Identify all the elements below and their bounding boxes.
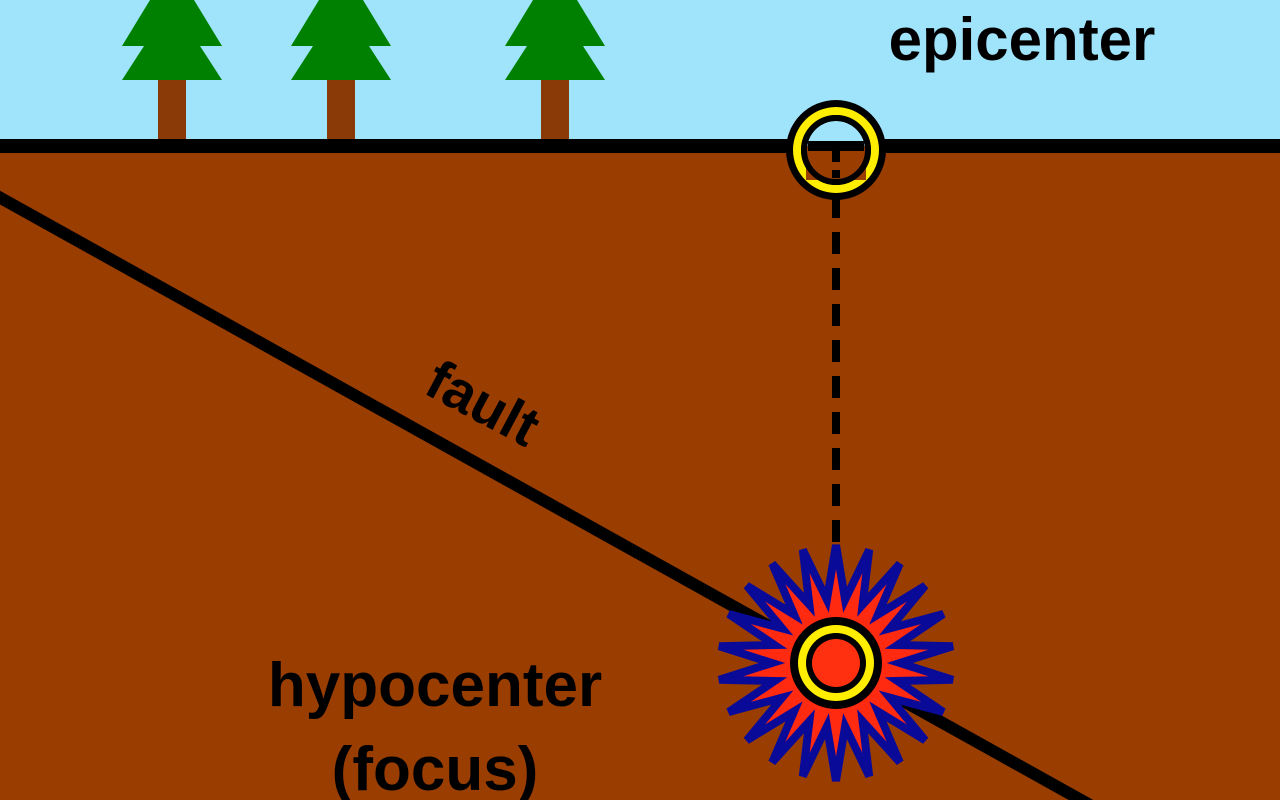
pine-tree-icon [122, 0, 222, 140]
pine-tree-icon [505, 0, 605, 140]
trees [122, 0, 605, 140]
focus-label: (focus) [332, 735, 539, 800]
ground [0, 146, 1280, 800]
focus-core [812, 639, 860, 687]
pine-tree-icon [291, 0, 391, 140]
epicenter-label: epicenter [889, 6, 1156, 73]
starburst-icon [717, 544, 955, 782]
ring-marker-icon [786, 100, 886, 200]
hypocenter-label: hypocenter [268, 651, 602, 720]
